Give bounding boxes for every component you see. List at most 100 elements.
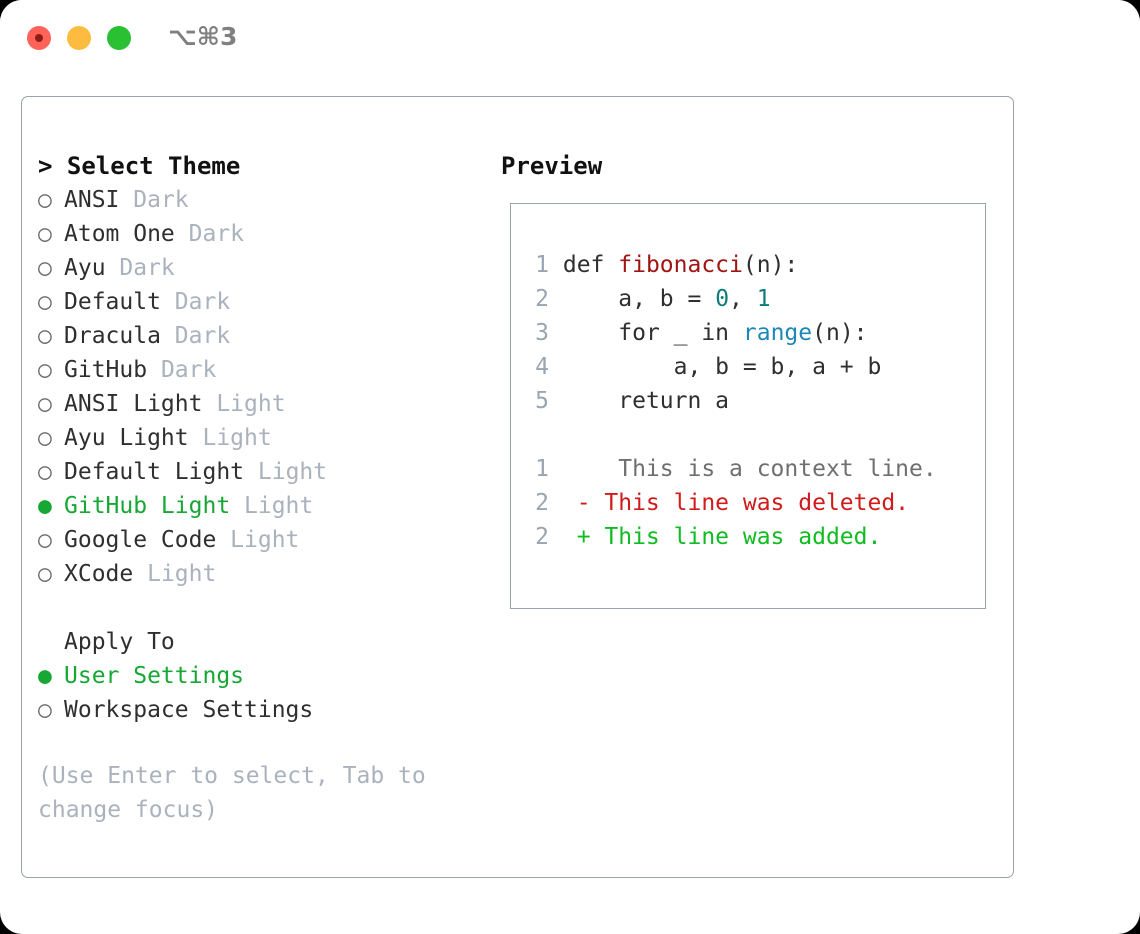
radio-unselected-icon: ○ [38, 255, 52, 281]
radio-unselected-icon: ○ [38, 187, 52, 213]
theme-option-label: XCode [64, 561, 148, 587]
theme-option-label: GitHub [64, 357, 161, 383]
code-indent [549, 388, 618, 414]
theme-variant-tag: Dark [174, 323, 231, 349]
apply-to-option-label: User Settings [64, 663, 245, 689]
theme-option-ayu-light[interactable]: ○ Ayu Light Light [38, 421, 478, 455]
theme-option-default-light[interactable]: ○ Default Light Light [38, 455, 478, 489]
code-indent [549, 252, 563, 278]
code-token: (n): [812, 320, 868, 346]
code-indent [549, 286, 618, 312]
code-token: 0 [715, 286, 730, 312]
code-line-number: 4 [535, 354, 549, 380]
radio-unselected-icon: ○ [38, 527, 52, 553]
code-line-number: 2 [535, 286, 549, 312]
code-blank-line [525, 418, 975, 452]
theme-option-google-code[interactable]: ○ Google Code Light [38, 523, 478, 557]
diff-line-number: 2 [535, 524, 549, 550]
code-token: return a [618, 388, 730, 414]
theme-option-list: ○ ANSI Dark ○ Atom One Dark ○ Ayu Dark ○ Defaul… [38, 183, 478, 591]
diff-line: 2 - This line was deleted. [525, 486, 975, 520]
code-token: , [729, 286, 757, 312]
theme-variant-tag: Light [230, 527, 300, 553]
theme-option-label: ANSI Light [64, 391, 217, 417]
code-token: range [742, 320, 813, 346]
theme-option-default[interactable]: ○ Default Dark [38, 285, 478, 319]
code-indent [549, 354, 674, 380]
code-token: fibonacci [618, 252, 743, 278]
radio-unselected-icon: ○ [38, 289, 52, 315]
apply-to-option-workspace-settings[interactable]: ○ Workspace Settings [38, 693, 478, 727]
code-line-number: 5 [535, 388, 549, 414]
theme-option-github[interactable]: ○ GitHub Dark [38, 353, 478, 387]
theme-variant-tag: Dark [174, 289, 231, 315]
apply-to-option-user-settings[interactable]: ●User Settings [38, 659, 478, 693]
maximize-window-icon[interactable] [107, 26, 131, 50]
theme-variant-tag: Light [147, 561, 217, 587]
theme-option-ansi-light[interactable]: ○ANSI Light Light [38, 387, 478, 421]
diff-line-text: + This line was added. [549, 524, 882, 550]
theme-variant-tag: Light [216, 391, 286, 417]
theme-option-xcode[interactable]: ○ XCode Light [38, 557, 478, 591]
diff-line: 2 + This line was added. [525, 520, 975, 554]
theme-option-ansi[interactable]: ○ ANSI Dark [38, 183, 478, 217]
theme-picker-column: > Select Theme ○ANSI Dark○Atom One Dark○… [38, 149, 478, 727]
theme-list-header: > Select Theme [38, 152, 241, 180]
apply-to-header: Apply To [64, 629, 175, 655]
theme-option-atom-one[interactable]: ○Atom One Dark [38, 217, 478, 251]
apply-to-option-label: Workspace Settings [64, 697, 314, 723]
diff-line-text: This is a context line. [549, 456, 937, 482]
theme-option-label: Ayu Light [64, 425, 203, 451]
code-token: for _ in [618, 320, 743, 346]
radio-unselected-icon: ○ [38, 357, 52, 383]
title-bar: ⌥⌘3 [0, 0, 1140, 76]
theme-option-label: Default Light [64, 459, 258, 485]
theme-option-label: Atom One [64, 221, 189, 247]
theme-option-label: Ayu [64, 255, 120, 281]
code-token: a, b = [618, 286, 716, 312]
theme-variant-tag: Light [257, 459, 328, 485]
minimize-window-icon[interactable] [67, 26, 91, 50]
radio-unselected-icon: ○ [38, 697, 52, 723]
theme-option-label: Dracula [64, 323, 175, 349]
code-token: 1 [756, 286, 771, 312]
theme-option-dracula[interactable]: ○ Dracula Dark [38, 319, 478, 353]
radio-unselected-icon: ○ [38, 323, 52, 349]
code-indent [549, 320, 618, 346]
theme-option-label: ANSI [64, 187, 134, 213]
diff-line-number: 1 [535, 456, 549, 482]
code-line: 4 a, b = b, a + b [525, 350, 975, 384]
code-line: 5 return a [525, 384, 975, 418]
theme-variant-tag: Dark [160, 357, 217, 383]
theme-option-label: GitHub Light [64, 493, 245, 519]
radio-unselected-icon: ○ [38, 459, 52, 485]
close-icon-dot [35, 34, 43, 42]
radio-unselected-icon: ○ [38, 425, 52, 451]
close-window-icon[interactable] [27, 26, 51, 50]
radio-selected-icon: ● [38, 493, 52, 519]
keyboard-hint-text: (Use Enter to select, Tab to change focu… [38, 763, 426, 823]
theme-option-github-light[interactable]: ● GitHub Light Light [38, 489, 478, 523]
code-line-number: 3 [535, 320, 549, 346]
diff-line: 1 This is a context line. [525, 452, 975, 486]
code-token: (n): [742, 252, 799, 278]
theme-variant-tag: Dark [119, 255, 175, 281]
theme-variant-tag: Light [244, 493, 314, 519]
preview-heading: Preview [501, 152, 603, 180]
keyboard-shortcut-label: ⌥⌘3 [168, 22, 238, 51]
theme-variant-tag: Light [202, 425, 272, 451]
diff-line-number: 2 [535, 490, 549, 516]
radio-unselected-icon: ○ [38, 561, 52, 587]
theme-option-label: Default [64, 289, 175, 315]
theme-variant-tag: Dark [133, 187, 189, 213]
theme-option-label: Google Code [64, 527, 231, 553]
list-spacer [38, 591, 478, 625]
theme-option-ayu[interactable]: ○ Ayu Dark [38, 251, 478, 285]
radio-unselected-icon: ○ [38, 221, 52, 247]
code-line: 2 a, b = 0, 1 [525, 282, 975, 316]
code-token: def [562, 252, 619, 278]
